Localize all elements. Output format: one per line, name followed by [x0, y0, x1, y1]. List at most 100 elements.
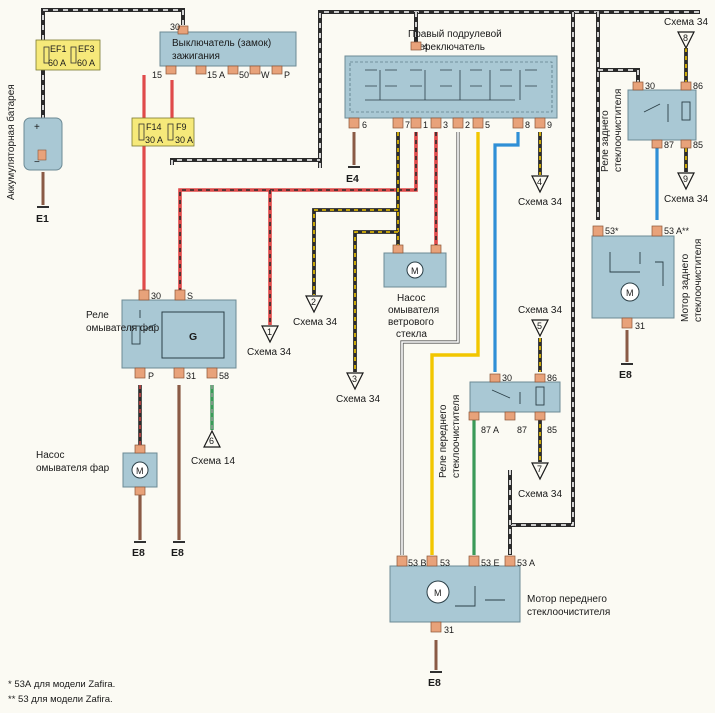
sw-pin-3: 3 — [443, 120, 448, 130]
windshield-washer-pump: M Насос омывателя ветрового стекла — [383, 244, 447, 340]
rm-pin-53: 53* — [605, 226, 619, 236]
headlamp-pump-label-2: омывателя фар — [36, 462, 110, 474]
ref-1-label: Схема 34 — [247, 347, 291, 358]
ref-1: 1 Схема 34 — [247, 325, 291, 358]
ground-e8-front: E8 — [428, 677, 441, 689]
ref-4-label: Схема 34 — [518, 197, 562, 208]
ref-5: Схема 34 5 — [518, 305, 562, 338]
ref-3: 3 Схема 34 — [336, 372, 380, 405]
fuse-ef1-value: 60 A — [48, 58, 66, 68]
hr-pin-s: S — [187, 291, 193, 301]
rr-pin-86: 86 — [693, 81, 703, 91]
washer-pump-label-4: стекла — [396, 329, 427, 340]
fuse-f9-name: F9 — [176, 122, 187, 132]
fm-pin-53: 53 — [440, 558, 450, 568]
ref-8-num: 8 — [683, 33, 688, 43]
sw-pin-2: 2 — [465, 120, 470, 130]
rear-wiper-motor: M 53* 53 A** 31 Мотор заднего стеклоочис… — [591, 225, 704, 331]
ground-e8-pump: E8 — [132, 547, 145, 559]
hr-pin-p: P — [148, 371, 154, 381]
svg-text:−: − — [34, 157, 40, 168]
rear-motor-label-2: стеклоочистителя — [693, 239, 704, 322]
fm-pin-53a: 53 A — [517, 558, 535, 568]
fuse-f9-value: 30 A — [175, 135, 193, 145]
headlamp-pump-motor-symbol: M — [136, 466, 144, 476]
headlamp-washer-pump: M Насос омывателя фар — [36, 444, 158, 496]
sw-pin-5: 5 — [485, 120, 490, 130]
washer-pump-label-3: ветрового — [388, 317, 434, 328]
ignition-switch: Выключатель (замок) зажигания 30 15 15 A… — [152, 22, 297, 80]
rear-wiper-relay: 30 86 87 85 Реле заднего стеклоочистител… — [600, 81, 703, 172]
footnote-2: ** 53 для модели Zafira. — [8, 694, 113, 705]
washer-pump-motor-symbol: M — [411, 266, 419, 276]
footnote-1: * 53А для модели Zafira. — [8, 679, 115, 690]
right-steering-switch: Правый подрулевой переключатель 4 6 7 1 … — [344, 29, 558, 130]
ref-6-label: Схема 14 — [191, 456, 235, 467]
rm-pin-53a: 53 A** — [664, 226, 690, 236]
ign-pin-15a: 15 A — [207, 70, 225, 80]
front-relay-label-1: Реле переднего — [438, 404, 449, 478]
fm-pin-31: 31 — [444, 625, 454, 635]
rr-pin-30: 30 — [645, 81, 655, 91]
ref-7-num: 7 — [537, 464, 542, 474]
ref-2-num: 2 — [311, 297, 316, 307]
fm-pin-53e: 53 E — [481, 558, 500, 568]
ref-3-label: Схема 34 — [336, 394, 380, 405]
rr-pin-87: 87 — [664, 140, 674, 150]
ref-3-num: 3 — [352, 374, 357, 384]
fuse-ef3-value: 60 A — [77, 58, 95, 68]
ref-8-label: Схема 34 — [664, 17, 708, 28]
fr-pin-87a: 87 A — [481, 425, 499, 435]
front-wiper-relay: 30 86 87 A 87 85 Реле переднего стеклооч… — [438, 373, 561, 478]
hr-pin-58: 58 — [219, 371, 229, 381]
svg-text:+: + — [34, 122, 40, 133]
ref-4: 4 Схема 34 — [518, 175, 562, 208]
ign-pin-30: 30 — [170, 22, 180, 32]
right-switch-label-1: Правый подрулевой — [408, 29, 502, 40]
rear-motor-label-1: Мотор заднего — [680, 253, 691, 322]
ref-9-num: 9 — [683, 174, 688, 184]
ref-5-num: 5 — [537, 321, 542, 331]
fr-pin-86: 86 — [547, 373, 557, 383]
ignition-switch-label-1: Выключатель (замок) — [172, 38, 271, 49]
sw-pin-8: 8 — [525, 120, 530, 130]
ign-pin-50: 50 — [239, 70, 249, 80]
rear-relay-label-2: стеклоочистителя — [613, 89, 624, 172]
headlamp-pump-label-1: Насос — [36, 450, 64, 461]
ref-6: 6 Схема 14 — [191, 429, 235, 467]
ground-e4: E4 — [346, 173, 359, 185]
headlamp-washer-relay: G Реле омывателя фар 30 S P 31 58 — [86, 289, 237, 381]
battery: + − Аккумуляторная батарея — [5, 84, 63, 200]
washer-pump-label-2: омывателя — [388, 305, 439, 316]
right-switch-label-2: переключатель — [414, 42, 485, 53]
ref-7: 7 Схема 34 — [518, 462, 562, 500]
fuse-block-ef: EF1 60 A EF3 60 A — [35, 39, 101, 71]
rr-pin-85: 85 — [693, 140, 703, 150]
rear-motor-symbol: M — [626, 288, 634, 298]
ref-7-label: Схема 34 — [518, 489, 562, 500]
ref-4-num: 4 — [537, 177, 542, 187]
ref-2-label: Схема 34 — [293, 317, 337, 328]
front-wiper-motor: M 53 B 53 53 E 53 A 31 Мотор переднего с… — [389, 555, 610, 635]
ref-8: Схема 34 8 — [664, 17, 708, 50]
ground-e8-rear: E8 — [619, 369, 632, 381]
sw-pin-1: 1 — [423, 120, 428, 130]
front-relay-label-2: стеклоочистителя — [451, 395, 462, 478]
ref-6-num: 6 — [209, 436, 214, 446]
rear-relay-label-1: Реле заднего — [600, 110, 611, 172]
washer-pump-label-1: Насос — [397, 293, 425, 304]
sw-pin-7: 7 — [405, 120, 410, 130]
ign-pin-p: P — [284, 70, 290, 80]
ign-pin-w: W — [261, 70, 270, 80]
fr-pin-30: 30 — [502, 373, 512, 383]
fr-pin-85: 85 — [547, 425, 557, 435]
hr-pin-30: 30 — [151, 291, 161, 301]
ref-9-label: Схема 34 — [664, 194, 708, 205]
fm-pin-53b: 53 B — [408, 558, 427, 568]
fr-pin-87: 87 — [517, 425, 527, 435]
ground-e8-relay: E8 — [171, 547, 184, 559]
fuse-f14-name: F14 — [146, 122, 162, 132]
fuse-ef3-name: EF3 — [78, 44, 95, 54]
sw-pin-4: 4 — [423, 42, 428, 52]
wires — [41, 8, 700, 670]
